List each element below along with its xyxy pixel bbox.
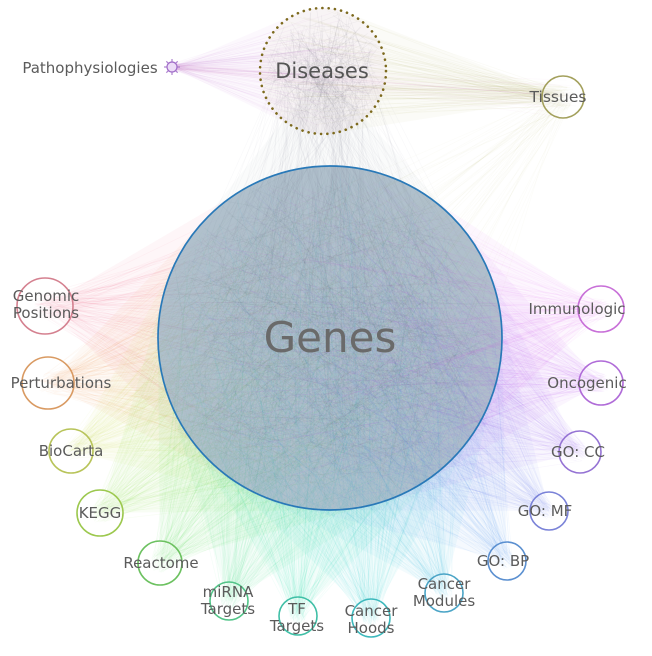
biocarta-label: BioCarta [39, 442, 104, 460]
pathophysiologies-node[interactable] [164, 59, 180, 75]
diseases-label: Diseases [275, 59, 369, 83]
kegg-label: KEGG [79, 504, 122, 522]
pathophysiologies-label: Pathophysiologies [22, 59, 157, 77]
tissues-label: Tissues [529, 88, 587, 106]
oncogenic-label: Oncogenic [547, 374, 626, 392]
go_bp-label: GO: BP [477, 552, 529, 570]
immunologic-label: Immunologic [528, 300, 625, 318]
reactome-label: Reactome [123, 554, 198, 572]
go_cc-label: GO: CC [551, 443, 605, 461]
genes-label: Genes [264, 313, 397, 362]
perturbations-label: Perturbations [11, 374, 112, 392]
go_mf-label: GO: MF [518, 502, 573, 520]
